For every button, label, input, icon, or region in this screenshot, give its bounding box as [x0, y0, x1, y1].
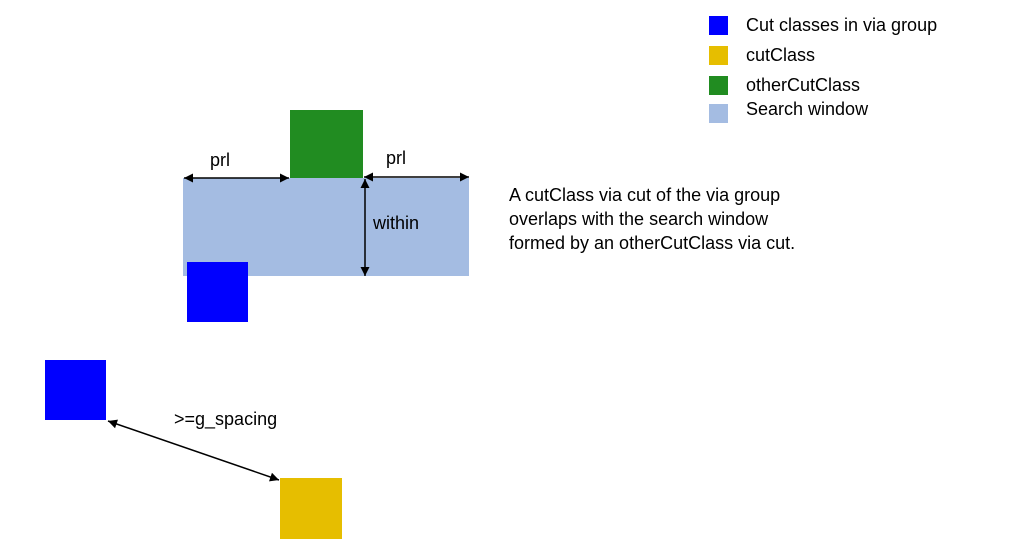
legend-label: Cut classes in via group	[746, 14, 938, 35]
within-label: within	[372, 213, 419, 233]
prl-left-label: prl	[210, 150, 230, 170]
spacing-arrow	[107, 419, 280, 482]
legend-swatch-green	[709, 75, 728, 95]
legend-item-other-cut-class: otherCutClass	[709, 70, 937, 100]
spacing-label: >=g_spacing	[174, 409, 277, 430]
legend-swatch-light-blue	[709, 103, 728, 123]
via-group-cut-square-bottom	[45, 360, 106, 420]
legend-swatch-gold	[709, 45, 728, 65]
legend-label: otherCutClass	[746, 74, 861, 95]
via-group-cut-square-top	[187, 262, 248, 322]
other-cut-class-square	[290, 110, 363, 178]
legend-swatch-blue	[709, 15, 728, 35]
legend-label: cutClass	[746, 44, 816, 65]
legend-item-cut-class: cutClass	[709, 40, 937, 70]
legend-item-search-window: Search window	[709, 96, 937, 123]
legend: Cut classes in via group cutClass otherC…	[709, 10, 937, 123]
prl-right-label: prl	[386, 148, 406, 168]
search-window	[183, 178, 469, 276]
cut-class-square	[280, 478, 342, 539]
legend-item-via-group: Cut classes in via group	[709, 10, 937, 40]
description-text: A cutClass via cut of the via group over…	[509, 185, 796, 253]
legend-label: Search window	[746, 98, 869, 119]
